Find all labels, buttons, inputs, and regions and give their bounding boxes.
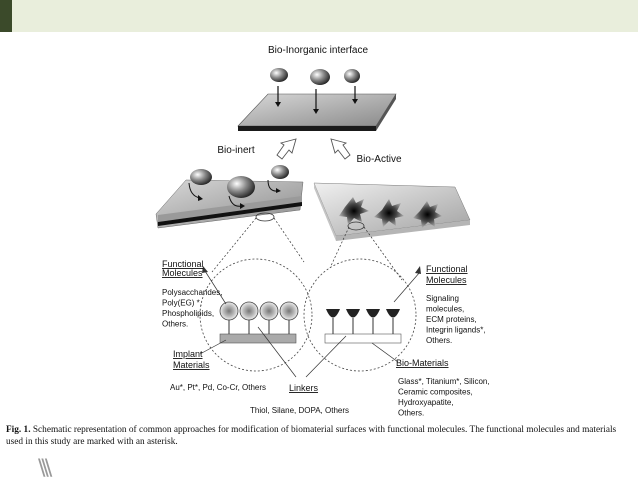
zoom-lines [211,217,403,281]
ligand-icon [346,309,360,318]
leader-lines [199,270,421,378]
spread-cell-icon [339,197,369,225]
cell-icon [310,69,330,85]
bottom-band [0,460,638,479]
arrow-right-icon [330,138,351,160]
ligand-icon [386,309,400,318]
spread-cells [339,197,442,228]
implant-items: Au*, Pt*, Pd, Co-Cr, Others [170,383,266,392]
arrow-left-icon [276,138,297,160]
cell-icon [344,69,360,83]
spread-cell-icon [374,199,404,227]
figure-caption: Fig. 1. Schematic representation of comm… [6,424,634,448]
caption-label: Fig. 1. [6,425,31,435]
branch-arrows [276,138,351,160]
zoom-marker-left [255,212,275,222]
cell-icon [270,68,288,82]
molecule-icon [239,301,259,321]
biomaterial-substrate [324,333,402,344]
top-cells [270,68,360,114]
linkers-heading: Linkers [289,383,319,393]
ligand-icon [366,309,380,318]
accent-bar [0,0,12,32]
cell-icon [271,165,289,179]
spread-cell-icon [413,201,442,228]
molecule-icon [259,301,279,321]
leader-arrowheads [202,266,421,274]
zoom-marker-right [347,221,365,231]
zoom-circle-left [199,258,313,372]
zoom-circle-right [303,258,417,372]
linkers-items: Thiol, Silane, DOPA, Others [250,406,349,415]
top-band [0,0,638,32]
label-bio-active: Bio-Active [356,154,401,165]
molecule-icon [279,301,299,321]
caption-text: Schematic representation of common appro… [6,425,617,447]
label-bio-inert: Bio-inert [217,145,254,156]
ligand-icon [326,309,340,318]
left-plate [155,179,304,229]
cell-icon [190,169,212,185]
biomaterials-heading: Bio-Materials [396,358,449,368]
slash-decoration: \\\ [38,456,52,481]
molecule-icon [219,301,239,321]
implant-substrate [219,333,297,344]
top-plate [237,93,397,131]
diagram-title: Bio-Inorganic interface [268,45,368,56]
biomaterials-items: Glass*, Titanium*, Silicon,Ceramic compo… [398,377,490,418]
cell-icon [227,176,255,198]
left-functional-items: Polysaccharides,Poly(EG) *,Phospholipids… [162,288,222,329]
left-cells [188,165,289,209]
